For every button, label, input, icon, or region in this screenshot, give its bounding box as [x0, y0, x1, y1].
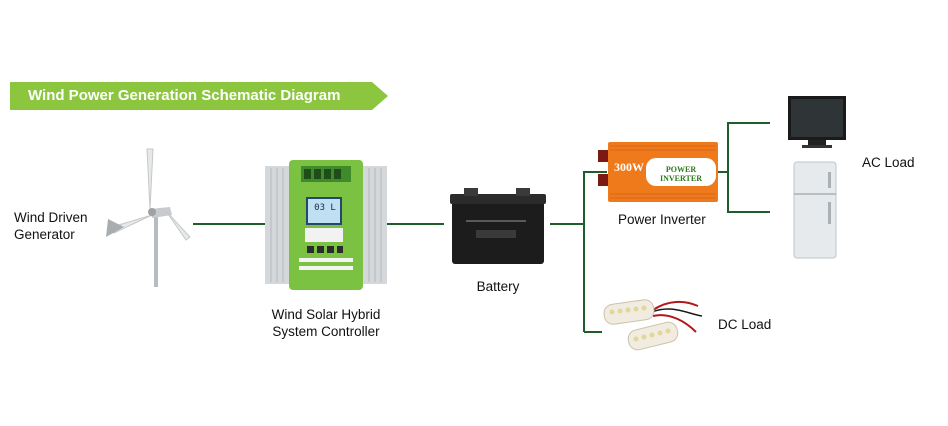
- generator-label: Wind Driven Generator: [14, 209, 88, 243]
- controller-label-line2: System Controller: [272, 324, 380, 339]
- led-lamps-icon: [603, 299, 703, 351]
- battery-icon: [450, 188, 546, 264]
- inverter-brand: POWER INVERTER: [660, 165, 702, 183]
- wire-junction-inverter: [583, 171, 607, 332]
- refrigerator-icon: [793, 161, 837, 259]
- wind-generator-icon: [106, 148, 191, 287]
- title-banner: Wind Power Generation Schematic Diagram: [10, 82, 388, 110]
- controller-label-line1: Wind Solar Hybrid: [271, 307, 381, 322]
- banner-shape: [10, 82, 388, 110]
- battery-label: Battery: [476, 279, 520, 294]
- inverter-label: Power Inverter: [618, 212, 706, 227]
- diagram-title: Wind Power Generation Schematic Diagram: [28, 87, 341, 104]
- dc-load-label: DC Load: [718, 317, 772, 332]
- inverter-wattage: 300W: [614, 160, 644, 174]
- controller-label: Wind Solar Hybrid System Controller: [253, 306, 399, 340]
- power-inverter-device: 300W POWER INVERTER: [598, 140, 726, 206]
- controller-screen-text: 03 L: [314, 203, 336, 213]
- ac-load-label: AC Load: [862, 155, 915, 170]
- hybrid-controller-device: 03 L: [265, 160, 387, 290]
- generator-label-line1: Wind Driven: [14, 210, 88, 225]
- tv-icon: [788, 96, 846, 148]
- wire-ac-bus: [727, 122, 770, 213]
- generator-label-line2: Generator: [14, 227, 75, 242]
